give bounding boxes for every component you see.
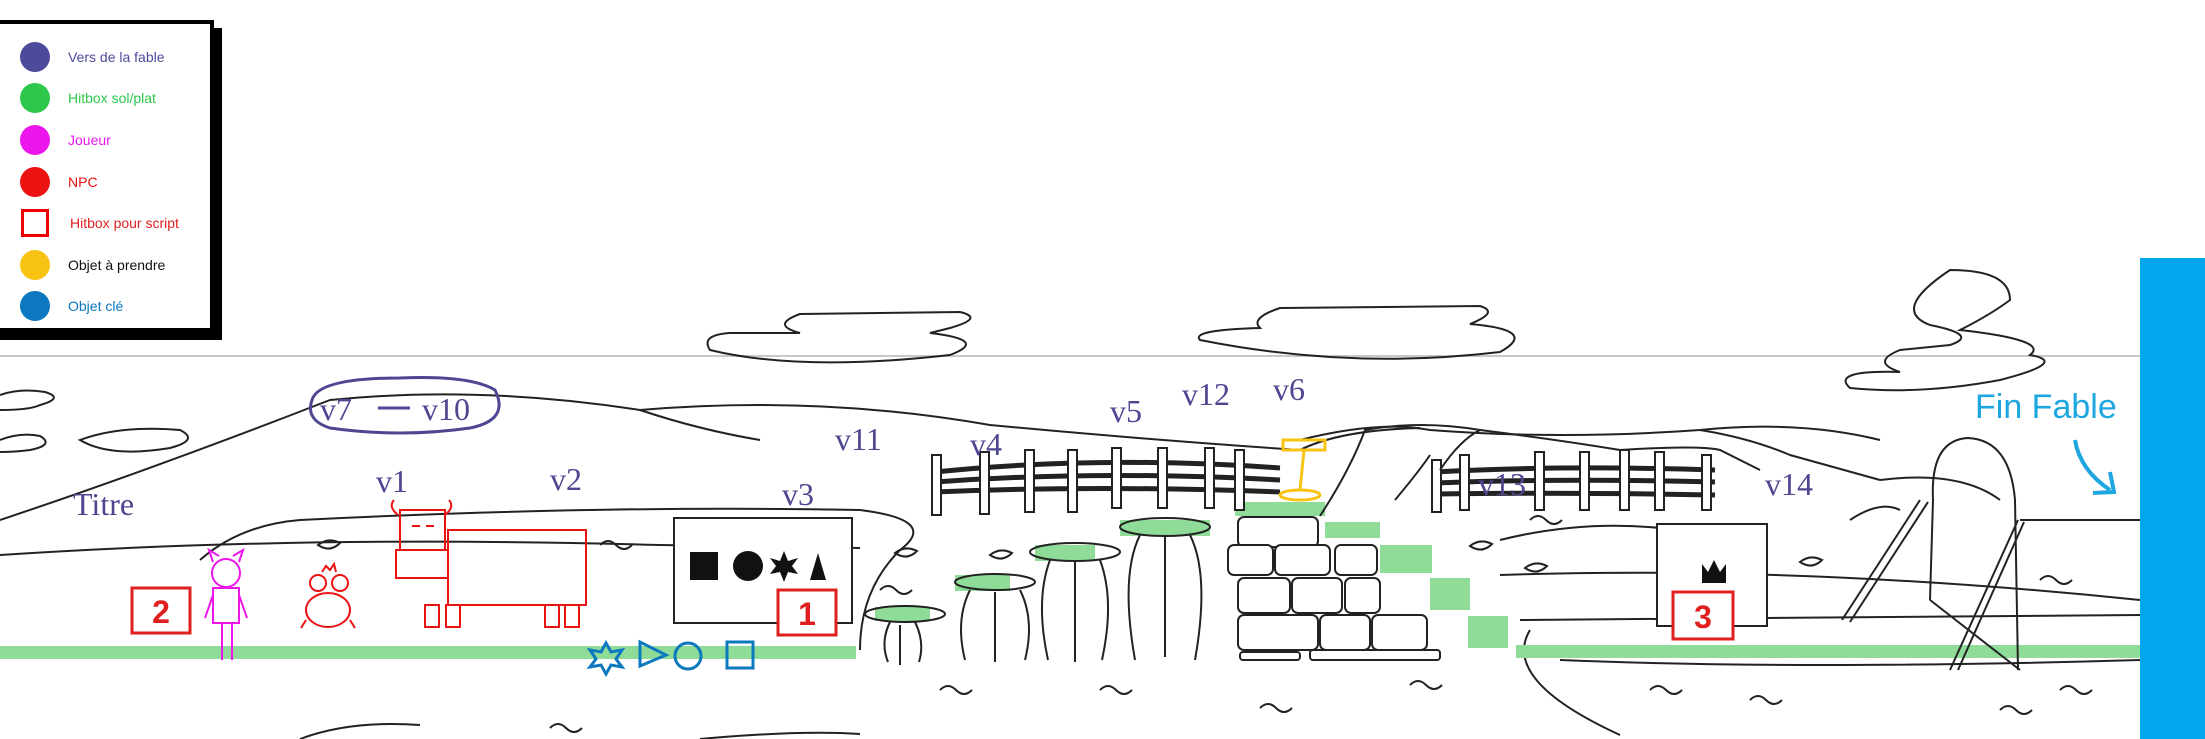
platform-hitbox — [1380, 545, 1432, 573]
legend-swatch — [20, 250, 50, 280]
verse-label-v10: v10 — [422, 391, 470, 427]
legend-label: Hitbox sol/plat — [68, 90, 156, 106]
archway-gate — [1842, 438, 2024, 670]
platform-hitbox — [875, 607, 930, 621]
verse-label-v2: v2 — [550, 461, 582, 497]
legend-label: Joueur — [68, 132, 111, 148]
legend-label: Vers de la fable — [68, 49, 165, 65]
legend-swatch-square — [21, 209, 49, 237]
legend: Vers de la fable Hitbox sol/plat Joueur … — [0, 20, 214, 332]
verse-label-v3: v3 — [782, 476, 814, 512]
ground-hitbox-right — [1516, 645, 2140, 658]
platform-hitbox — [1468, 616, 1508, 648]
legend-swatch — [20, 125, 50, 155]
verse-label-v14: v14 — [1765, 466, 1813, 502]
svg-text:3: 3 — [1694, 599, 1712, 635]
lily-pad-platforms — [865, 518, 1210, 665]
legend-item-hitbox-sol: Hitbox sol/plat — [20, 78, 210, 120]
legend-label: Objet clé — [68, 298, 123, 314]
platform-hitbox — [1430, 578, 1470, 610]
fence-right — [1432, 450, 1715, 512]
stone-wall — [1228, 517, 1440, 660]
legend-label: Hitbox pour script — [70, 215, 179, 231]
legend-item-npc: NPC — [20, 161, 210, 203]
legend-item-hitbox-script: Hitbox pour script — [20, 202, 210, 244]
svg-text:1: 1 — [798, 596, 816, 632]
hills — [0, 394, 2140, 739]
verse-label-titre: Titre — [73, 486, 134, 522]
npc-cow — [392, 500, 586, 627]
verse-label-v1: v1 — [376, 463, 408, 499]
legend-item-vers: Vers de la fable — [20, 36, 210, 78]
platform-hitbox — [1235, 502, 1325, 516]
verse-label-v12: v12 — [1182, 376, 1230, 412]
legend-item-joueur: Joueur — [20, 119, 210, 161]
player-character — [205, 550, 247, 660]
svg-text:2: 2 — [152, 594, 170, 630]
clouds — [0, 270, 2045, 452]
script-zone-2: 2 — [132, 588, 190, 633]
verse-label-v6: v6 — [1273, 371, 1305, 407]
ground-hitboxes — [0, 502, 2140, 659]
verse-label-v13: v13 — [1478, 466, 1526, 502]
script-zone-1: 1 — [778, 590, 836, 635]
legend-swatch — [20, 42, 50, 72]
verse-label-v7: v7 — [320, 391, 352, 427]
legend-swatch — [20, 83, 50, 113]
legend-item-objet-cle: Objet clé — [20, 286, 210, 328]
verse-label-v5: v5 — [1110, 393, 1142, 429]
legend-label: NPC — [68, 174, 98, 190]
platform-hitbox — [1325, 522, 1380, 538]
npc-frog — [301, 564, 355, 628]
legend-swatch — [20, 167, 50, 197]
legend-label: Objet à prendre — [68, 257, 165, 273]
verse-label-v4: v4 — [970, 426, 1002, 462]
legend-item-objet-prendre: Objet à prendre — [20, 244, 210, 286]
script-zone-3: 3 — [1673, 592, 1733, 639]
fin-fable-label: Fin Fable — [1975, 388, 2117, 426]
pickup-hammer — [1280, 440, 1325, 500]
verse-label-v11: v11 — [835, 421, 882, 457]
fin-fable-arrow — [2075, 440, 2114, 493]
legend-swatch — [20, 291, 50, 321]
side-panel — [2140, 258, 2205, 739]
